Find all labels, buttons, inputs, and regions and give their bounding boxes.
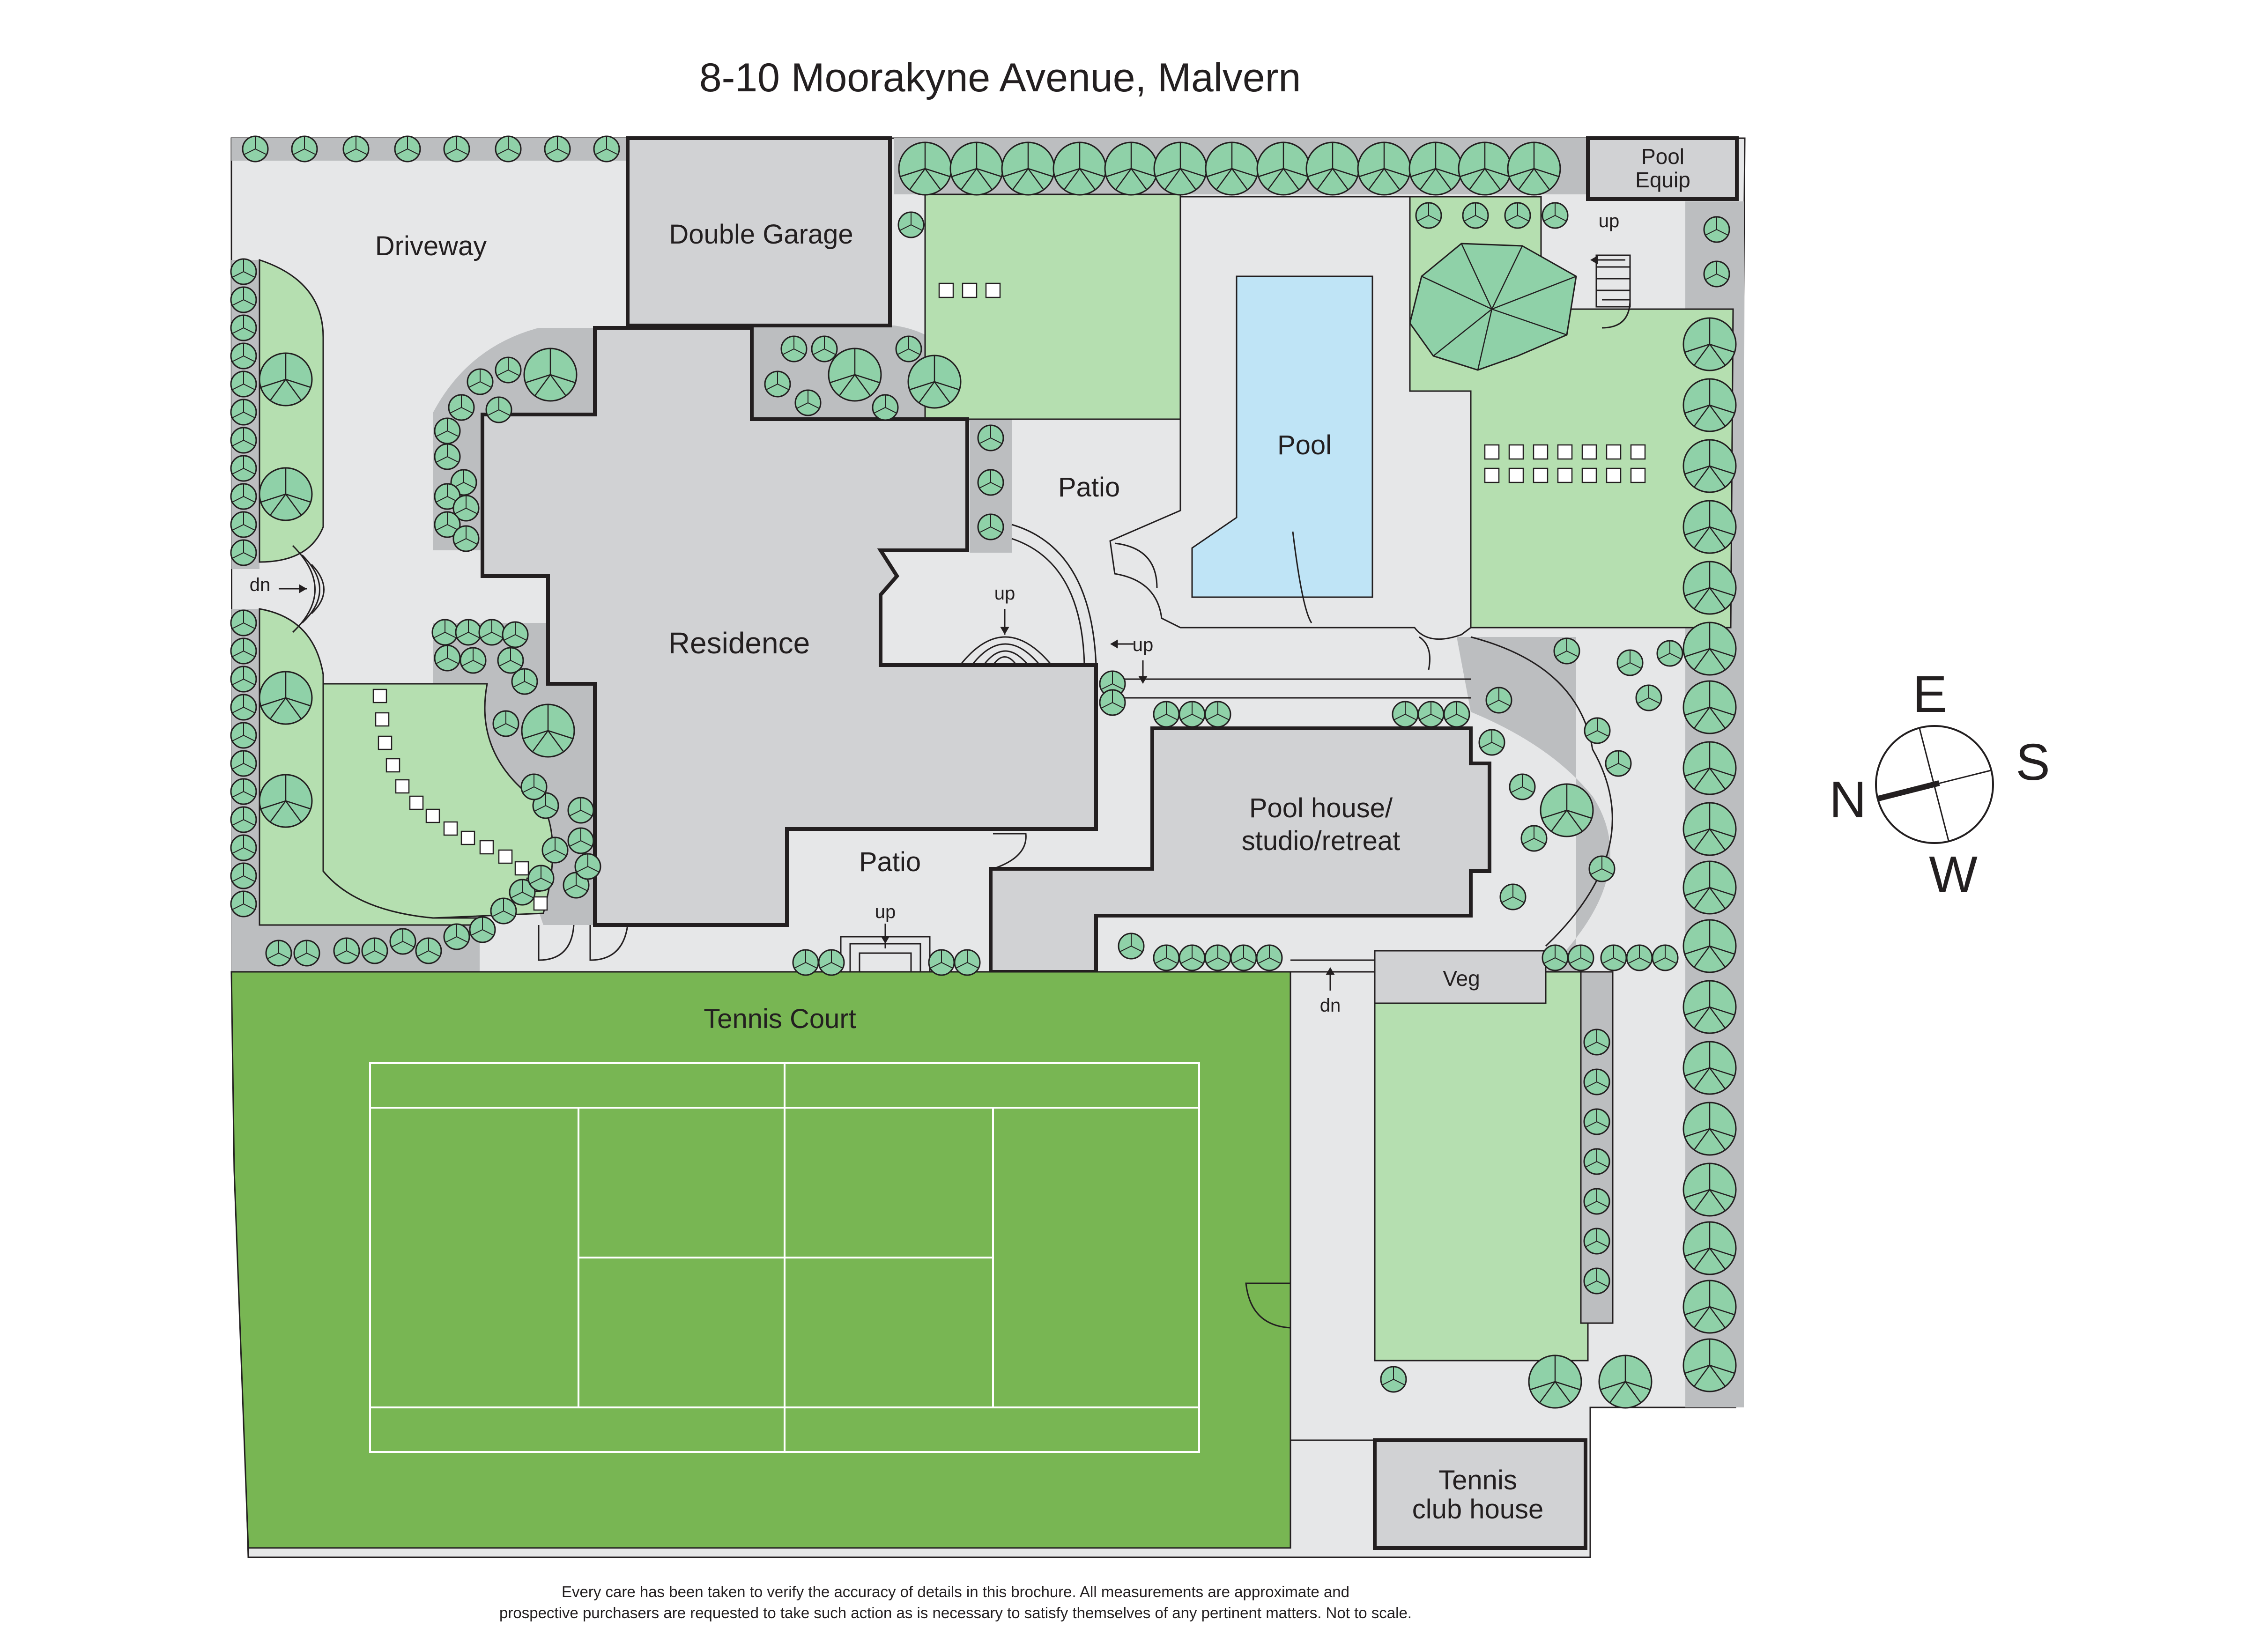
tennis-club-label-2: club house [1412,1494,1544,1525]
driveway-label: Driveway [375,231,487,261]
stair-up-residence: up [994,583,1015,604]
garden-bed-pool-house-curve [1457,637,1610,972]
veg-label: Veg [1443,966,1480,991]
compass-east: E [1912,666,1947,723]
double-garage [626,136,892,327]
trees-patio-edge [977,424,1004,540]
pool-house-label-1: Pool house/ [1249,793,1393,823]
stepping-stones-lawn [938,282,1646,483]
compass: E S W N [1829,666,2050,903]
stair-up-patio-lower: up [875,902,896,922]
pool-label: Pool [1277,430,1332,460]
plan-title: 8-10 Moorakyne Avenue, Malvern [699,55,1301,100]
patio-upper-label: Patio [1058,472,1120,503]
stair-arrows [279,255,1616,991]
disclaimer-line-1: Every care has been taken to verify the … [562,1583,1349,1600]
stair-dn-driveway: dn [250,575,271,595]
trees-pool-equip-garden [1409,202,1577,371]
residence [481,326,1098,927]
tennis-court-lines [369,1062,1200,1453]
pool-house-label-2: studio/retreat [1242,826,1401,856]
pool-house [989,726,1491,974]
tennis-court-surface [230,971,1291,1549]
disclaimer-line-2: prospective purchasers are requested to … [499,1604,1412,1621]
tennis-club-house [1373,1438,1587,1550]
double-garage-label: Double Garage [669,219,853,250]
veg-shed [1374,950,1547,1004]
tennis-court-label: Tennis Court [704,1004,856,1034]
residence-label: Residence [668,626,810,660]
compass-west: W [1929,846,1978,903]
swimming-pool [1191,275,1373,598]
lawn-east-garden [1374,971,1589,1362]
pool-equip-label-1: Pool [1641,144,1684,169]
stair-up-pool-equip: up [1599,211,1620,231]
pool-equip-shed [1586,136,1739,201]
compass-north: N [1829,771,1866,829]
steps-residence [959,614,1052,666]
compass-south: S [2016,733,2050,791]
doors [538,299,1631,961]
lawn-pool-north [924,193,1181,420]
patio-lower-label: Patio [859,847,921,877]
stair-dn-veg: dn [1320,995,1341,1016]
tennis-club-label-1: Tennis [1438,1465,1517,1495]
steps-pool-equip [1595,254,1631,308]
pool-equip-label-2: Equip [1635,168,1690,192]
stair-up-walkway: up [1133,635,1154,655]
